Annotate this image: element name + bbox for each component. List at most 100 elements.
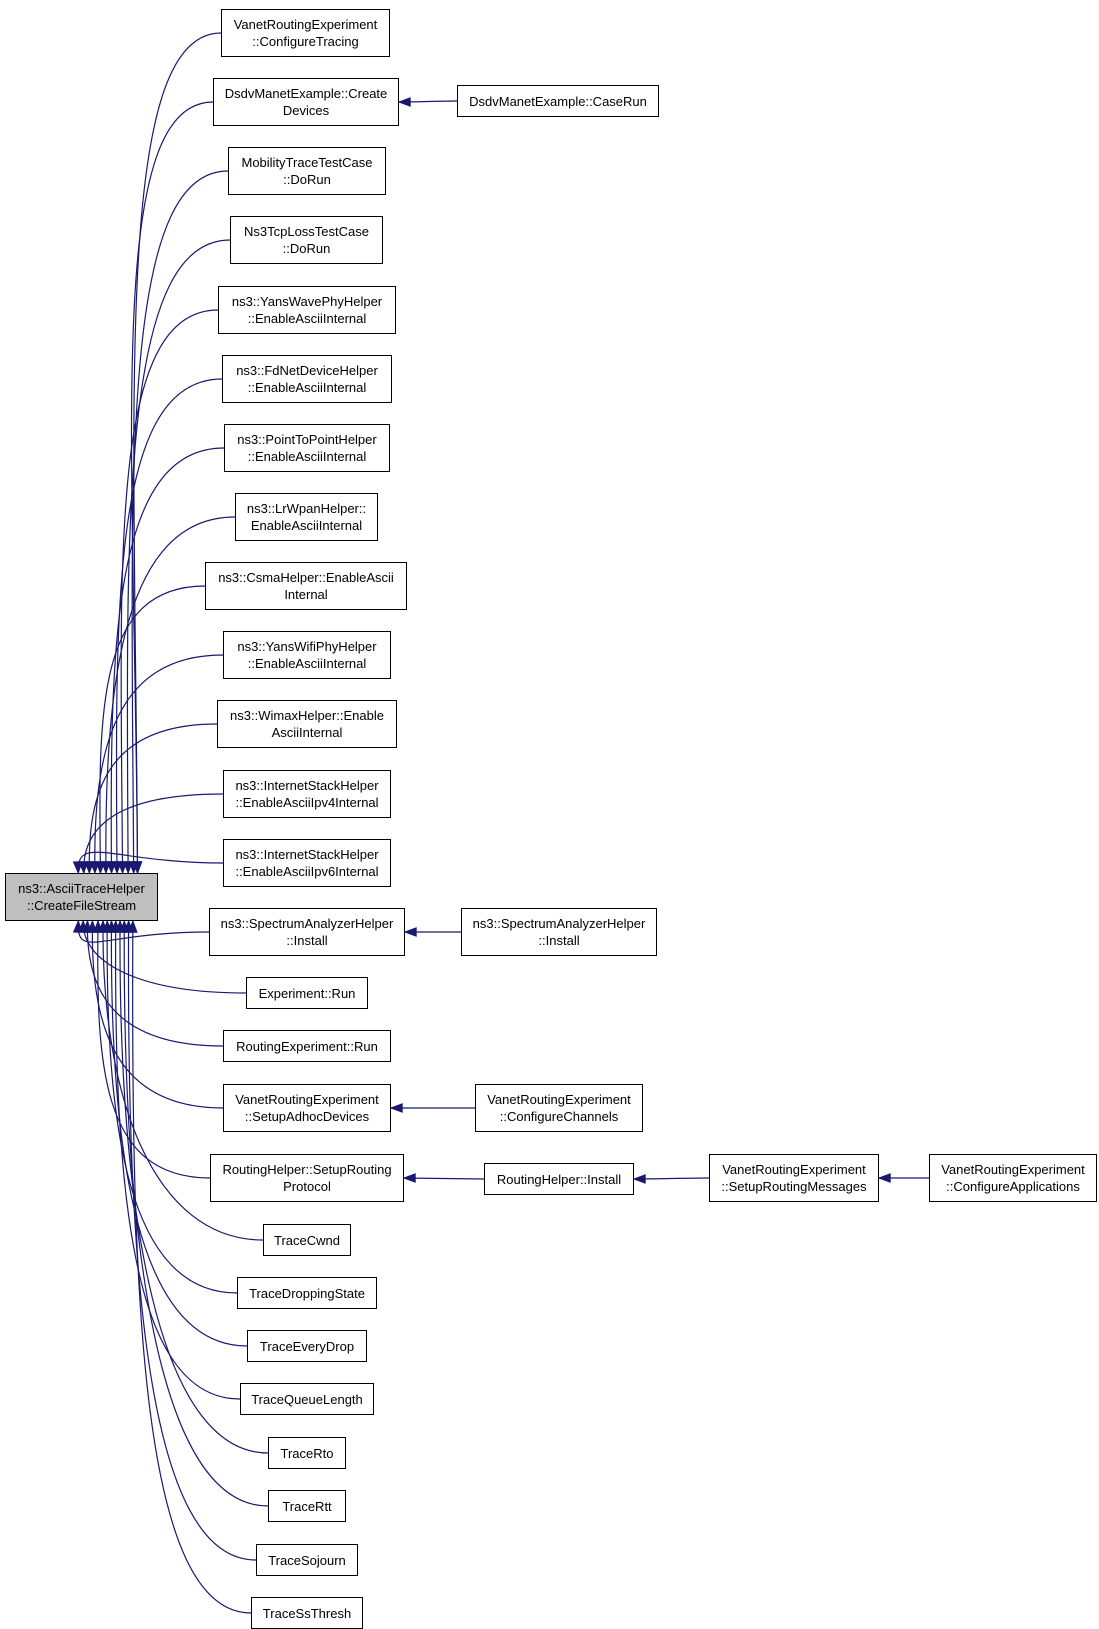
node-label-line: TraceCwnd xyxy=(274,1232,340,1248)
arrowhead-icon xyxy=(632,1174,646,1184)
edge-n12-to-root xyxy=(83,793,224,874)
node-label-line: RoutingExperiment::Run xyxy=(236,1038,378,1054)
node-label-line: VanetRoutingExperiment xyxy=(235,1092,379,1107)
node-n10[interactable]: ns3::YansWifiPhyHelper::EnableAsciiInter… xyxy=(223,631,391,679)
node-n1[interactable]: VanetRoutingExperiment::ConfigureTracing xyxy=(221,9,390,57)
node-n4[interactable]: Ns3TcpLossTestCase::DoRun xyxy=(230,216,383,264)
node-n7[interactable]: ns3::PointToPointHelper::EnableAsciiInte… xyxy=(224,424,390,472)
node-n5[interactable]: ns3::YansWavePhyHelper::EnableAsciiInter… xyxy=(218,286,396,334)
node-label-line: TraceRto xyxy=(280,1445,334,1461)
node-label-line: ns3::CsmaHelper::EnableAscii xyxy=(218,570,394,585)
node-label-line: MobilityTraceTestCase xyxy=(241,155,373,170)
node-n17b[interactable]: VanetRoutingExperiment::ConfigureChannel… xyxy=(475,1084,643,1132)
edge-n10-to-root xyxy=(94,654,224,874)
node-label-line: Protocol xyxy=(283,1179,331,1194)
node-label-line: VanetRoutingExperiment xyxy=(487,1092,631,1107)
node-n23[interactable]: TraceRto xyxy=(268,1437,346,1469)
edge-n15-to-root xyxy=(82,920,247,994)
node-label-line: ::EnableAsciiIpv4Internal xyxy=(235,795,379,810)
edge-n11-to-root xyxy=(88,723,218,874)
node-n25[interactable]: TraceSojourn xyxy=(256,1544,358,1576)
edge-n2-to-root xyxy=(130,101,214,874)
node-n14b[interactable]: ns3::SpectrumAnalyzerHelper::Install xyxy=(461,908,657,956)
node-label-line: ns3::PointToPointHelper xyxy=(237,432,377,447)
node-n21[interactable]: TraceEveryDrop xyxy=(247,1330,367,1362)
edge-n8-to-root xyxy=(105,516,236,874)
node-label-line: ::EnableAsciiInternal xyxy=(247,380,367,395)
node-label-line: ns3::AsciiTraceHelper xyxy=(18,881,145,896)
arrowhead-icon xyxy=(389,1103,403,1113)
node-label-line: EnableAsciiInternal xyxy=(250,518,363,533)
node-n13[interactable]: ns3::InternetStackHelper::EnableAsciiIpv… xyxy=(223,839,391,887)
node-label-line: TraceSojourn xyxy=(268,1552,346,1568)
node-label-line: ::EnableAsciiInternal xyxy=(247,656,367,671)
edge-n9-to-root xyxy=(99,585,206,874)
node-n19[interactable]: TraceCwnd xyxy=(263,1224,351,1256)
node-n18c[interactable]: VanetRoutingExperiment::SetupRoutingMess… xyxy=(709,1154,879,1202)
edge-n18-to-root xyxy=(97,920,211,1179)
node-n14[interactable]: ns3::SpectrumAnalyzerHelper::Install xyxy=(209,908,405,956)
node-label-line: VanetRoutingExperiment xyxy=(233,17,378,32)
node-label-line: ::DoRun xyxy=(283,172,331,187)
node-label-line: ns3::SpectrumAnalyzerHelper xyxy=(472,916,646,931)
node-label-line: TraceRtt xyxy=(282,1498,332,1514)
node-label-line: ::EnableAsciiInternal xyxy=(247,449,367,464)
edge-n20-to-root xyxy=(106,920,238,1294)
node-label-line: ns3::InternetStackHelper xyxy=(235,778,379,793)
node-label-line: TraceQueueLength xyxy=(251,1391,363,1407)
node-label-line: ns3::WimaxHelper::Enable xyxy=(230,708,384,723)
node-n17[interactable]: VanetRoutingExperiment::SetupAdhocDevice… xyxy=(223,1084,391,1132)
node-label-line: AsciiInternal xyxy=(271,725,343,740)
edge-n24-to-root xyxy=(123,920,269,1507)
node-n22[interactable]: TraceQueueLength xyxy=(240,1383,374,1415)
node-n20[interactable]: TraceDroppingState xyxy=(237,1277,377,1309)
node-label-line: ::Install xyxy=(286,933,328,948)
node-label-line: ::SetupRoutingMessages xyxy=(721,1179,867,1194)
edge-n5-to-root xyxy=(120,309,219,874)
node-label-line: RoutingHelper::Install xyxy=(496,1171,622,1187)
edge-n19-to-root xyxy=(102,920,264,1241)
node-label-line: DsdvManetExample::Create xyxy=(224,86,388,101)
node-label-line: ::EnableAsciiInternal xyxy=(247,311,367,326)
edge-n22-to-root xyxy=(114,920,241,1400)
arrowhead-icon xyxy=(877,1173,891,1183)
edge-n23-to-root xyxy=(119,920,269,1454)
node-label-line: TraceSsThresh xyxy=(262,1605,352,1621)
node-label-line: ::ConfigureApplications xyxy=(946,1179,1080,1194)
node-label-line: VanetRoutingExperiment xyxy=(941,1162,1085,1177)
node-n3[interactable]: MobilityTraceTestCase::DoRun xyxy=(228,147,386,195)
node-label-line: ns3::InternetStackHelper xyxy=(235,847,379,862)
node-label-line: ns3::YansWifiPhyHelper xyxy=(237,639,377,654)
node-label-line: ::CreateFileStream xyxy=(26,898,137,913)
arrowhead-icon xyxy=(127,919,138,933)
node-n18d[interactable]: VanetRoutingExperiment::ConfigureApplica… xyxy=(929,1154,1097,1202)
arrowhead-icon xyxy=(403,927,417,937)
node-label-line: DsdvManetExample::CaseRun xyxy=(469,93,647,109)
node-n2b[interactable]: DsdvManetExample::CaseRun xyxy=(457,85,659,117)
edge-n6-to-root xyxy=(115,378,223,874)
node-n26[interactable]: TraceSsThresh xyxy=(251,1597,363,1629)
arrowhead-icon xyxy=(402,1173,416,1183)
node-label-line: ::ConfigureTracing xyxy=(252,34,359,49)
node-label-line: ns3::FdNetDeviceHelper xyxy=(236,363,378,378)
node-label-line: TraceDroppingState xyxy=(249,1285,365,1301)
node-n18b[interactable]: RoutingHelper::Install xyxy=(484,1163,634,1195)
node-n16[interactable]: RoutingExperiment::Run xyxy=(223,1030,391,1062)
arrowhead-icon xyxy=(72,861,83,875)
node-n15[interactable]: Experiment::Run xyxy=(246,977,368,1009)
node-label-line: VanetRoutingExperiment xyxy=(722,1162,866,1177)
node-n8[interactable]: ns3::LrWpanHelper::EnableAsciiInternal xyxy=(235,493,378,541)
edge-n16-to-root xyxy=(86,920,224,1047)
node-n6[interactable]: ns3::FdNetDeviceHelper::EnableAsciiInter… xyxy=(222,355,392,403)
edge-n26-to-root xyxy=(132,920,252,1614)
arrowhead-icon xyxy=(397,97,411,107)
edge-n7-to-root xyxy=(110,447,225,874)
node-n12[interactable]: ns3::InternetStackHelper::EnableAsciiIpv… xyxy=(223,770,391,818)
node-n24[interactable]: TraceRtt xyxy=(268,1490,346,1522)
